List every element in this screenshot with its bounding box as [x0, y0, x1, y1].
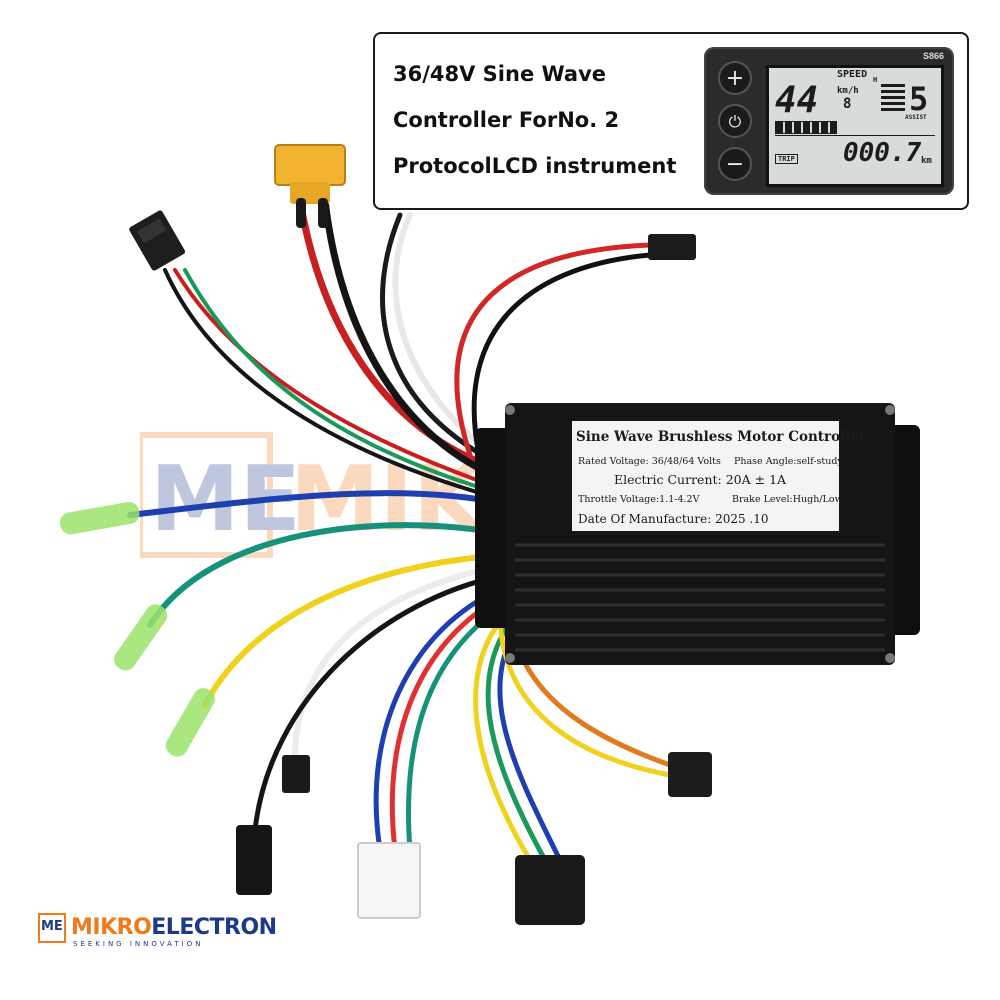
brand-name: MIKROELECTRON — [71, 915, 277, 940]
label-rated-voltage: Rated Voltage: 36/48/64 Volts — [578, 456, 721, 467]
wire-white-lower — [291, 562, 508, 773]
side-connector — [668, 752, 712, 797]
label-throttle: Throttle Voltage:1.1-4.2V — [578, 494, 700, 505]
speed-unit: km/h — [837, 86, 859, 96]
power-icon: ⏻ — [728, 112, 742, 131]
assist-value: 5 — [909, 80, 929, 118]
callout-line-3: ProtocolLCD instrument — [393, 154, 677, 178]
throttle-connector — [236, 825, 272, 895]
brand-logo-mark: ME — [38, 913, 66, 943]
wire-black-top2 — [380, 212, 503, 468]
controller-label: Sine Wave Brushless Motor Controller Rat… — [572, 421, 866, 531]
distance-unit: km — [921, 156, 932, 166]
brand-tagline: SEEKING INNOVATION — [73, 940, 204, 948]
callout-line-2: Controller ForNo. 2 — [393, 108, 620, 132]
power-lock-connector — [648, 234, 696, 260]
wire-black-right — [471, 252, 653, 463]
brake-connector — [282, 755, 310, 793]
wire-green-phase — [147, 522, 513, 628]
wire-yellow-phase — [202, 552, 513, 708]
label-brake: Brake Level:Hugh/Low — [732, 494, 843, 505]
callout-line-1: 36/48V Sine Wave — [393, 62, 607, 86]
multi-pin-connector — [515, 855, 585, 925]
hi-mark: H — [873, 76, 878, 84]
minus-button[interactable]: − — [718, 147, 752, 181]
lcd-divider — [775, 135, 935, 136]
label-phase-angle: Phase Angle:self-study — [734, 456, 843, 467]
speed-label: SPEED — [837, 69, 868, 80]
display-connector-white — [357, 842, 421, 919]
battery-icon — [775, 121, 837, 134]
xt60-connector — [274, 144, 346, 228]
label-current: Electric Current: 20A ± 1A — [614, 472, 787, 487]
bullet-connector-green — [114, 604, 168, 671]
wire-bundle-5 — [485, 602, 548, 863]
bullet-connector-yellow — [165, 688, 216, 757]
wire-red-right — [454, 242, 653, 458]
wire-red-hall — [173, 268, 507, 492]
lcd-instrument: S866 + ⏻ − SPEED 44 km/h 8 H 5 ASSIST TR… — [704, 47, 954, 195]
wire-black-hall — [163, 268, 507, 502]
assist-bars — [881, 84, 905, 112]
brand-name-part2: ELECTRON — [151, 915, 277, 940]
wire-black-top — [321, 196, 509, 484]
hall-connector — [129, 210, 185, 271]
plus-button[interactable]: + — [718, 61, 752, 95]
wire-green-hall — [183, 268, 507, 497]
power-button[interactable]: ⏻ — [718, 104, 752, 138]
speed-value: 44 — [775, 80, 819, 121]
brand-name-part1: MIKRO — [71, 915, 152, 940]
label-title: Sine Wave Brushless Motor Controller — [576, 429, 867, 445]
speed-sub: 8 — [843, 96, 852, 112]
bullet-connector-blue — [60, 501, 140, 535]
lcd-screen: SPEED 44 km/h 8 H 5 ASSIST TRIP 000.7 km — [766, 65, 944, 187]
assist-label: ASSIST — [905, 114, 927, 121]
brand-logo-letters: ME — [41, 919, 63, 934]
label-date: Date Of Manufacture: 2025 .10 — [578, 512, 769, 526]
distance-value: 000.7 — [843, 138, 922, 168]
lcd-model: S866 — [922, 51, 944, 61]
wire-black-lower — [252, 572, 508, 833]
wire-blue-phase — [127, 490, 513, 518]
trip-label: TRIP — [775, 154, 798, 164]
